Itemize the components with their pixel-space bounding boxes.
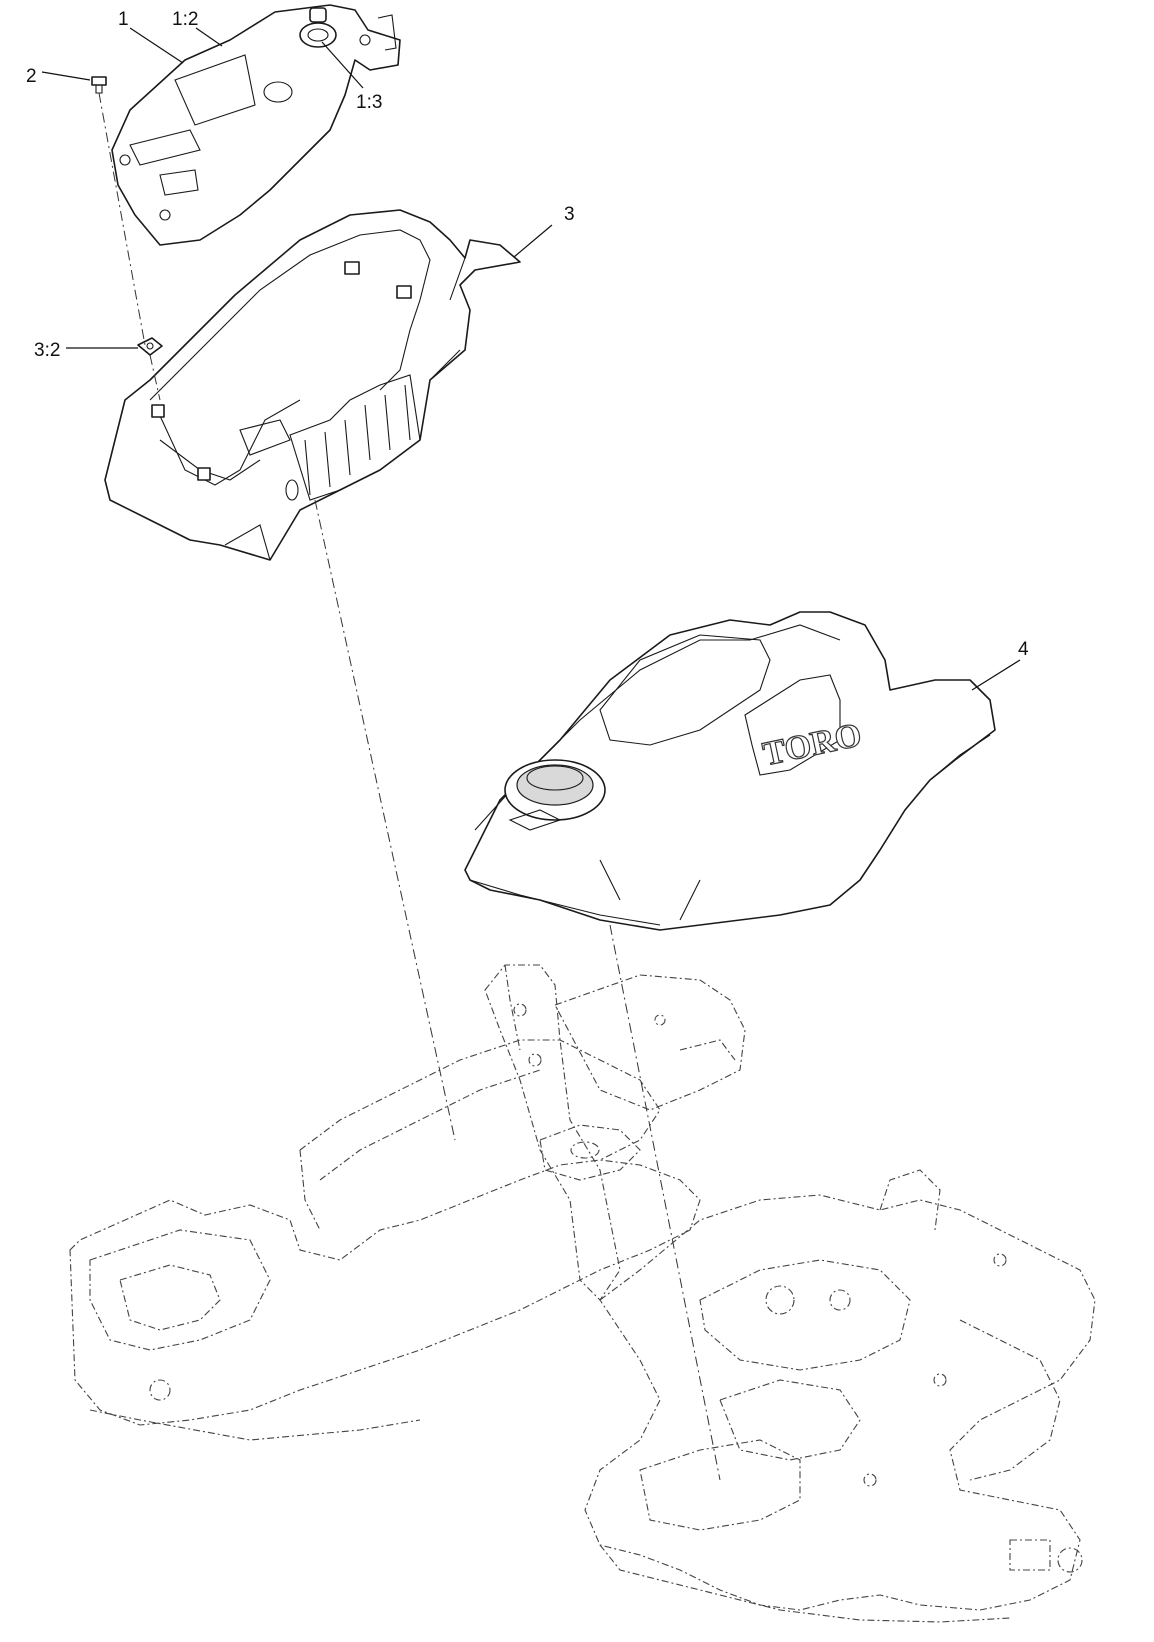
part-3-console-housing bbox=[104, 209, 521, 561]
part-3-2-nut-clip bbox=[137, 337, 163, 356]
part-2-screw bbox=[91, 76, 107, 94]
part-4-console-top-cover: TORO bbox=[464, 611, 996, 931]
machine-frame-phantom bbox=[69, 964, 1096, 1623]
part-1-cover-plate bbox=[111, 4, 401, 246]
callout-2: 2 bbox=[26, 66, 37, 87]
callout-1: 1 bbox=[118, 9, 129, 30]
callout-leaders bbox=[41, 27, 1021, 691]
callout-3: 3 bbox=[564, 204, 575, 225]
callout-3-2: 3:2 bbox=[34, 340, 60, 361]
callout-1-2: 1:2 bbox=[172, 9, 198, 30]
callout-4: 4 bbox=[1018, 639, 1029, 660]
assembly-alignment-lines bbox=[98, 92, 721, 1481]
callout-1-3: 1:3 bbox=[356, 92, 382, 113]
callout-labels: 1 1:2 1:3 2 3 3:2 4 bbox=[26, 9, 1029, 660]
